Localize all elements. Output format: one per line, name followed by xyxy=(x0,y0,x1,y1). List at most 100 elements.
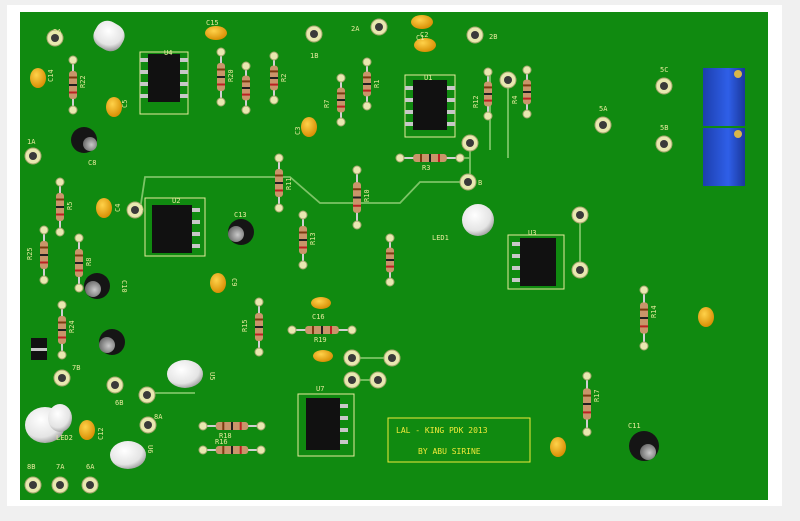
ic-u2[interactable]: U2 xyxy=(144,197,206,257)
p3a-label: 3A xyxy=(53,28,62,36)
r13-label: R13 xyxy=(309,232,317,245)
resistor-r1[interactable]: R1 xyxy=(362,57,381,111)
pad[interactable] xyxy=(571,206,589,224)
transistor-u5[interactable]: U5 xyxy=(167,360,216,388)
resistor-r12[interactable]: R12 xyxy=(472,67,493,121)
resistor-r25[interactable]: R25 xyxy=(26,225,49,285)
capacitor-electrolytic[interactable] xyxy=(99,329,125,355)
pad-p7a[interactable]: 7A xyxy=(51,463,69,494)
resistor-r17[interactable]: R17 xyxy=(582,371,601,437)
diode[interactable] xyxy=(31,338,47,360)
resistor-r7[interactable]: R7 xyxy=(323,73,346,127)
capacitor-c5[interactable]: C5 xyxy=(106,97,129,117)
r5-label: R5 xyxy=(66,202,74,210)
ic-u7[interactable]: U7 xyxy=(297,385,355,457)
capacitor-c12[interactable]: C12 xyxy=(79,420,105,440)
c1-label: C1 xyxy=(416,34,424,42)
pad-p1b[interactable]: 1B xyxy=(305,25,323,60)
resistor-r14[interactable]: R14 xyxy=(639,285,658,351)
trimmer-pot-top[interactable] xyxy=(703,68,745,126)
resistor-r19[interactable]: R19 xyxy=(287,325,357,344)
pad[interactable] xyxy=(499,71,517,89)
pad[interactable] xyxy=(138,386,156,404)
resistor-r2[interactable]: R2 xyxy=(269,51,288,105)
c12-label: C12 xyxy=(97,427,105,440)
capacitor-c1[interactable]: C1 xyxy=(414,34,436,52)
resistor-r5[interactable]: R5 xyxy=(55,177,74,237)
c15-label: C15 xyxy=(206,19,219,27)
capacitor-c11[interactable]: C11 xyxy=(628,422,659,461)
trim-screw-icon[interactable] xyxy=(734,130,742,138)
r16-label: R16 xyxy=(215,438,228,446)
resistor-r16[interactable]: R16 xyxy=(198,438,266,455)
resistor-r8[interactable]: R8 xyxy=(74,233,93,293)
c9-label: C9 xyxy=(230,278,238,286)
pad-p5a[interactable]: 5A xyxy=(594,105,612,134)
ic-u1[interactable]: U1 xyxy=(404,74,456,138)
capacitor-c15[interactable]: C15 xyxy=(205,19,227,40)
resistor-r6[interactable] xyxy=(385,233,395,287)
pad-p2b[interactable]: 2B xyxy=(466,26,497,44)
u7-label: U7 xyxy=(316,385,324,393)
resistor-r22[interactable]: R22 xyxy=(68,55,87,115)
capacitor-c-bottom[interactable] xyxy=(550,437,566,457)
u4-label: U4 xyxy=(164,49,172,57)
pad[interactable] xyxy=(383,349,401,367)
capacitor-c10[interactable]: C10 xyxy=(84,273,128,299)
led-top-left[interactable] xyxy=(89,16,129,55)
trimmer-pot-bottom[interactable] xyxy=(703,128,745,186)
p5a-label: 5A xyxy=(599,105,608,113)
capacitor-c7[interactable] xyxy=(313,350,333,362)
led-1[interactable]: LED1 xyxy=(432,204,494,242)
pad[interactable] xyxy=(343,371,361,389)
pad-pa[interactable]: A xyxy=(126,201,144,219)
pad[interactable] xyxy=(461,134,479,152)
resistor-r11[interactable]: R11 xyxy=(274,153,293,213)
capacitor-c8[interactable]: C8 xyxy=(71,127,97,167)
led-2[interactable]: LED2 xyxy=(25,404,73,443)
pad-p8a[interactable]: 8A xyxy=(139,413,163,434)
resistor-r13[interactable]: R13 xyxy=(298,210,317,270)
capacitor-c2[interactable]: C2 xyxy=(411,15,433,39)
resistor-r3[interactable]: R3 xyxy=(395,153,465,172)
resistor-r10[interactable]: R10 xyxy=(352,165,371,230)
resistor-r4[interactable]: R4 xyxy=(511,65,532,119)
pad[interactable] xyxy=(571,261,589,279)
pad-p1a[interactable]: 1A xyxy=(24,138,42,165)
led2-label: LED2 xyxy=(56,434,73,442)
resistor-r21[interactable] xyxy=(241,61,251,115)
pad[interactable] xyxy=(343,349,361,367)
resistor-r24[interactable]: R24 xyxy=(57,300,76,360)
transistor-u6[interactable]: U6 xyxy=(110,441,154,469)
resistor-r18[interactable]: R18 xyxy=(198,421,266,440)
pad-p2a[interactable]: 2A xyxy=(351,18,388,36)
r24-label: R24 xyxy=(68,320,76,333)
pad-p6a[interactable]: 6A xyxy=(81,463,99,494)
capacitor-c4[interactable]: C4 xyxy=(96,198,122,218)
pad-p6b[interactable]: 6B xyxy=(106,376,124,407)
ic-u3[interactable]: U3 xyxy=(507,229,565,290)
pad[interactable] xyxy=(369,371,387,389)
c5-label: C5 xyxy=(121,100,129,108)
capacitor-c3[interactable]: C3 xyxy=(294,117,317,137)
trim-screw-icon[interactable] xyxy=(734,70,742,78)
pad-p7b[interactable]: 7B xyxy=(53,364,80,387)
capacitor-c9[interactable]: C9 xyxy=(210,273,238,293)
pad-p3a[interactable]: 3A xyxy=(46,28,64,47)
resistor-r20[interactable]: R20 xyxy=(216,47,235,107)
resistor-r15[interactable]: R15 xyxy=(241,297,264,357)
pad-p8b[interactable]: 8B xyxy=(24,463,42,494)
capacitor-c-right[interactable] xyxy=(698,307,714,327)
capacitor-c13[interactable]: C13 xyxy=(228,211,254,245)
u3-label: U3 xyxy=(528,229,536,237)
r25-label: R25 xyxy=(26,247,34,260)
r15-label: R15 xyxy=(241,319,249,332)
pad-p5c[interactable]: 5C xyxy=(655,66,673,95)
pad-pb[interactable]: B xyxy=(459,173,482,191)
capacitor-c14[interactable]: C14 xyxy=(30,68,55,88)
capacitor-c16[interactable]: C16 xyxy=(311,297,331,321)
ic-u4[interactable]: U4 xyxy=(139,49,189,115)
pad-p5b[interactable]: 5B xyxy=(655,124,673,153)
